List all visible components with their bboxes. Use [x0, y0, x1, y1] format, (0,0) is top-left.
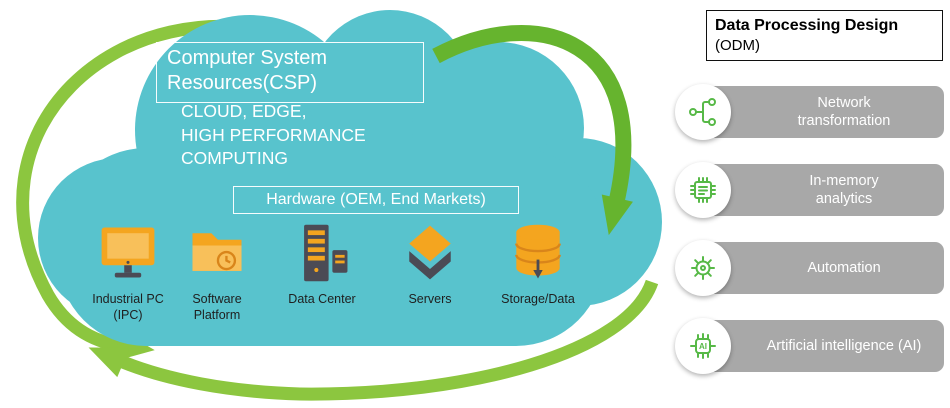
odm-item-network-transformation: Network transformation: [698, 86, 944, 138]
hardware-item-label: Storage/Data: [501, 292, 575, 306]
odm-item-label: Automation: [807, 259, 881, 276]
odm-item-automation: Automation: [698, 242, 944, 294]
csp-title-box: Computer System Resources(CSP): [156, 42, 424, 103]
in-memory-analytics-icon: [690, 177, 716, 203]
odm-title-box: Data Processing Design (ODM): [706, 10, 943, 62]
hardware-item-label: Servers: [408, 292, 452, 306]
cloud-shape: [38, 10, 662, 346]
odm-item-icon-badge: [675, 84, 731, 140]
csp-subtitle: CLOUD, EDGE, HIGH PERFORMANCE COMPUTING: [181, 101, 366, 169]
csp-title: Computer System Resources(CSP): [167, 47, 328, 94]
hardware-item-label: Software Platform: [192, 292, 242, 322]
software-platform-icon: [169, 216, 265, 286]
odm-item-artificial-intelligence: Artificial intelligence (AI): [698, 320, 944, 372]
odm-item-icon-badge: [675, 240, 731, 296]
odm-subtitle: (ODM): [715, 37, 760, 55]
artificial-intelligence-icon: AI: [690, 333, 716, 359]
ai-icon-text: AI: [699, 342, 707, 351]
hardware-item-storage-data: Storage/Data: [490, 216, 586, 308]
servers-icon: [382, 216, 478, 286]
cycle-arrow-bottom: [88, 279, 659, 401]
storage-data-icon: [490, 216, 586, 286]
data-center-icon: [274, 216, 370, 286]
odm-item-icon-badge: [675, 162, 731, 218]
hardware-item-label: Industrial PC (IPC): [92, 292, 164, 322]
hardware-item-software-platform: Software Platform: [169, 216, 265, 324]
network-transformation-icon: [689, 98, 716, 126]
odm-title: Data Processing Design: [715, 17, 899, 34]
hardware-item-data-center: Data Center: [274, 216, 370, 308]
hardware-title: Hardware (OEM, End Markets): [266, 191, 486, 208]
odm-item-in-memory-analytics: In-memory analytics: [698, 164, 944, 216]
hardware-item-servers: Servers: [382, 216, 478, 308]
industrial-pc-icon: [80, 216, 176, 286]
hardware-item-label: Data Center: [288, 292, 356, 306]
odm-item-label: In-memory analytics: [809, 172, 879, 207]
odm-item-icon-badge: AI: [675, 318, 731, 374]
hardware-item-industrial-pc: Industrial PC (IPC): [80, 216, 176, 324]
cycle-arrow-left: [16, 19, 302, 362]
hardware-title-box: Hardware (OEM, End Markets): [233, 186, 519, 214]
automation-icon: [691, 256, 715, 280]
cycle-arrow-top-right: [432, 25, 633, 236]
odm-item-label: Network transformation: [797, 94, 891, 129]
odm-item-label: Artificial intelligence (AI): [766, 337, 922, 354]
